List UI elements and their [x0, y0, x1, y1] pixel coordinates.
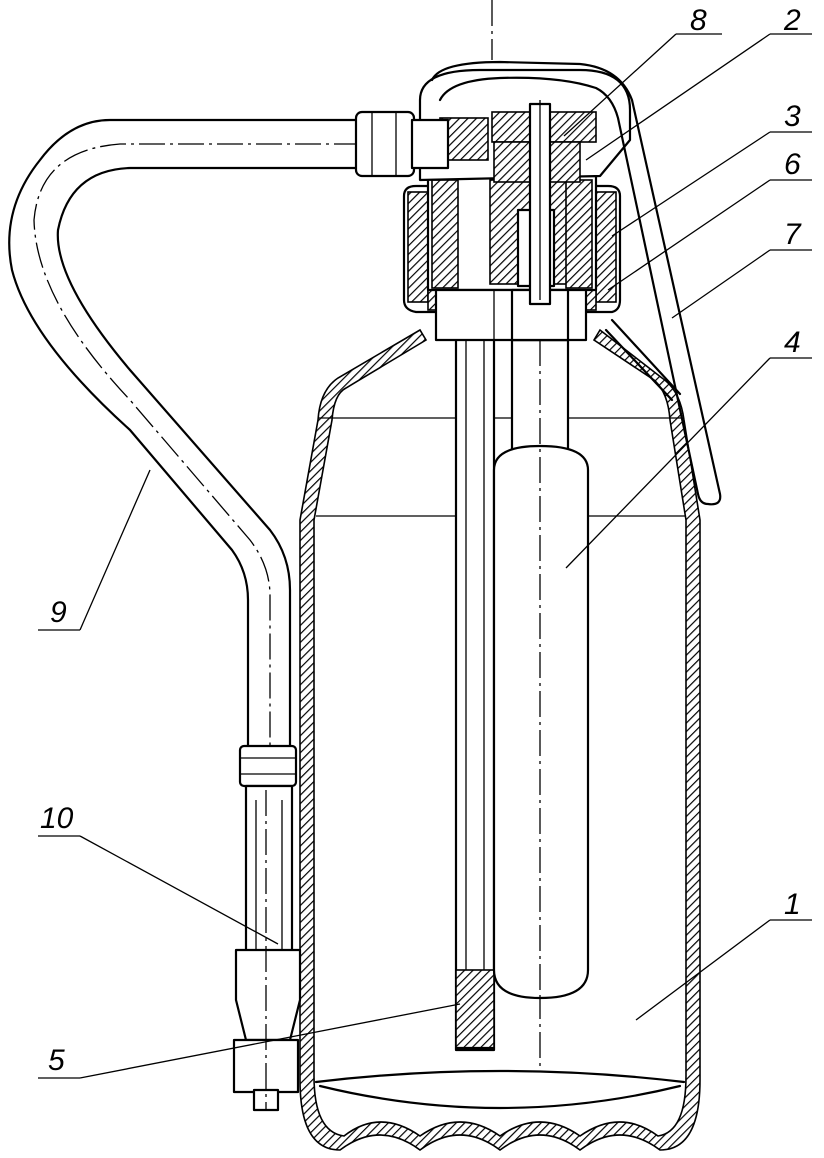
hose	[8, 110, 450, 788]
label-8: 8	[690, 4, 707, 37]
siphon-tube	[454, 298, 496, 1052]
lever-handle	[430, 60, 722, 506]
label-9: 9	[50, 596, 67, 629]
valve-head	[418, 68, 632, 306]
leader-lines	[38, 33, 812, 1079]
part-labels: 8 2 3 6 7 4 1 9 10 5	[40, 4, 802, 1077]
label-6: 6	[784, 148, 801, 181]
nozzle	[232, 784, 302, 1112]
label-10: 10	[40, 802, 74, 835]
label-5: 5	[48, 1044, 65, 1077]
label-1: 1	[784, 888, 801, 921]
label-4: 4	[784, 326, 801, 359]
label-7: 7	[784, 218, 802, 251]
label-2: 2	[783, 4, 801, 37]
gas-cartridge	[492, 338, 590, 1000]
label-3: 3	[784, 100, 801, 133]
neck-assembly	[402, 174, 622, 342]
